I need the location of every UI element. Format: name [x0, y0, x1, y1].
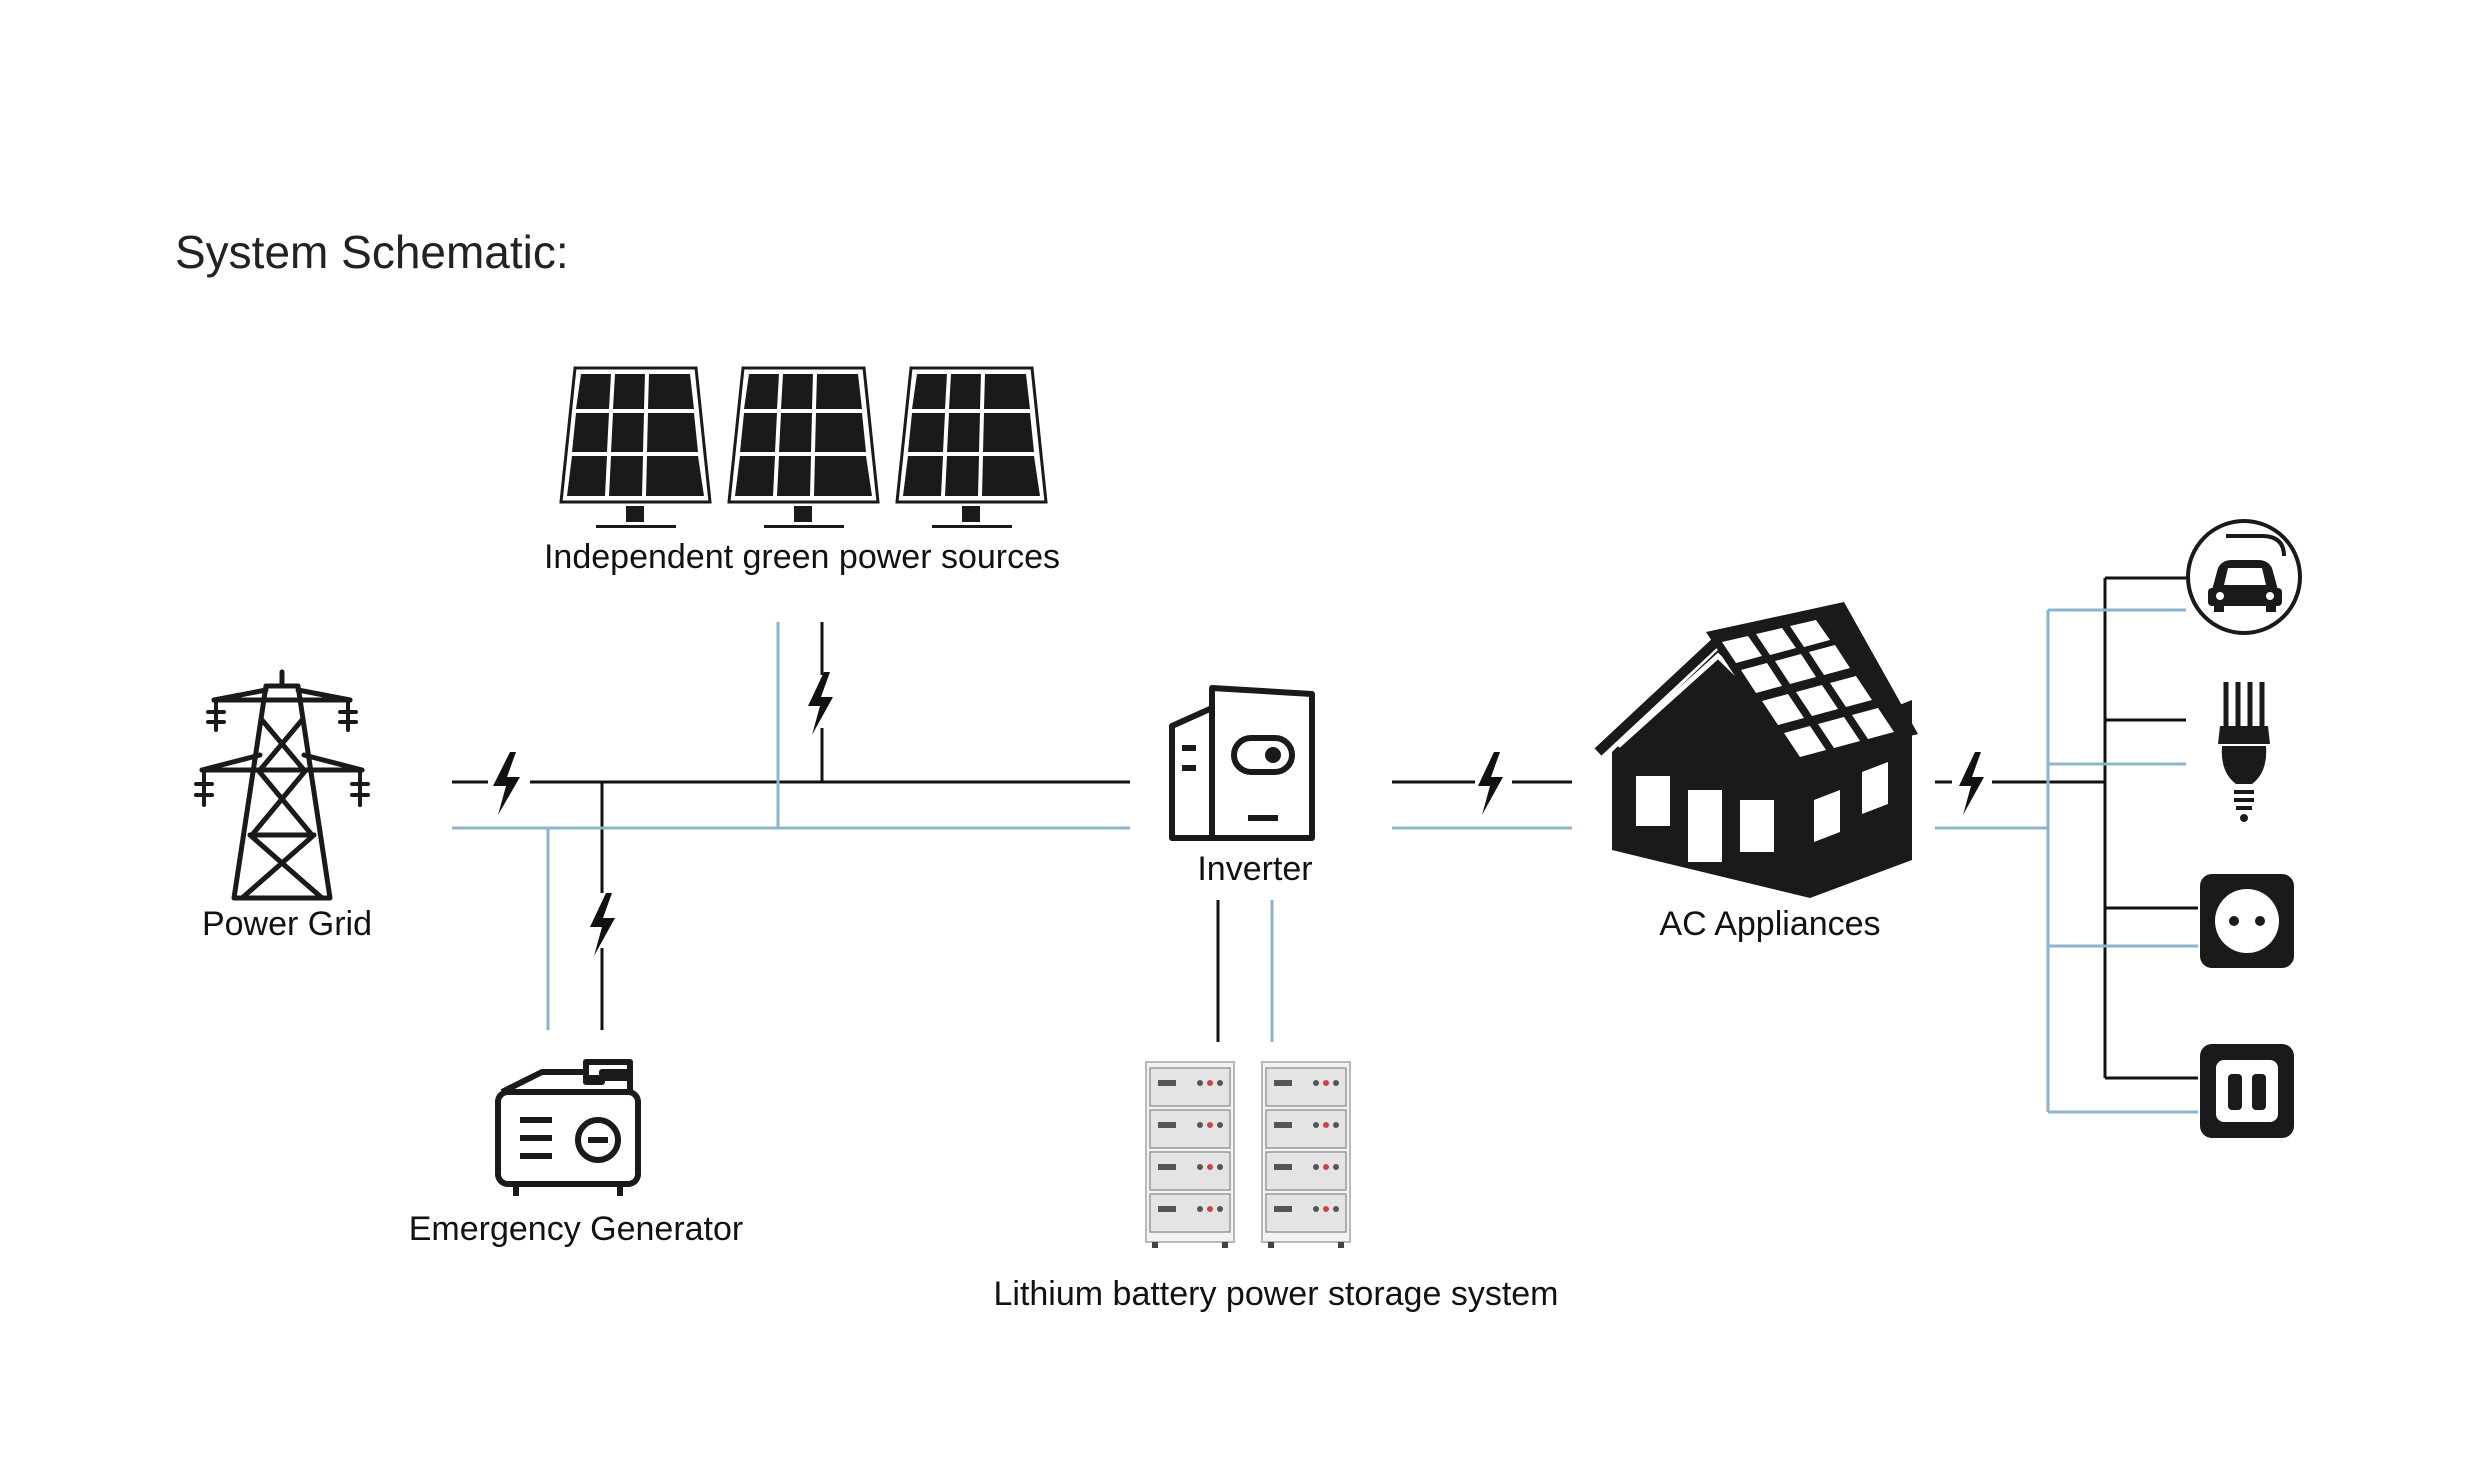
- wiring: [452, 576, 2198, 1114]
- appliance-dc-bus: [1935, 608, 2198, 1114]
- car-charger-icon: [2186, 519, 2302, 635]
- light-bulb-icon: [2218, 682, 2270, 822]
- round-socket-icon: [2200, 874, 2294, 968]
- battery-label: Lithium battery power storage system: [993, 1275, 1558, 1313]
- grid-dc-line: [452, 622, 1130, 1030]
- solar-panel-icon: [559, 366, 1048, 528]
- flat-socket-icon: [2200, 1044, 2294, 1138]
- solar-house-icon: [1594, 602, 1918, 898]
- generator-icon: [495, 1059, 641, 1196]
- inverter-label: Inverter: [1197, 850, 1312, 888]
- grid-ac-line: [452, 622, 1130, 1030]
- lightning-icon: [493, 672, 1984, 956]
- battery-rack-icon: [1145, 1061, 1351, 1248]
- generator-label: Emergency Generator: [409, 1210, 744, 1248]
- house-label: AC Appliances: [1659, 905, 1880, 943]
- transmission-tower-icon: [194, 669, 370, 901]
- inverter-icon: [1169, 685, 1315, 841]
- page-title: System Schematic:: [175, 226, 569, 278]
- grid-label: Power Grid: [202, 905, 372, 943]
- solar-label: Independent green power sources: [544, 538, 1060, 576]
